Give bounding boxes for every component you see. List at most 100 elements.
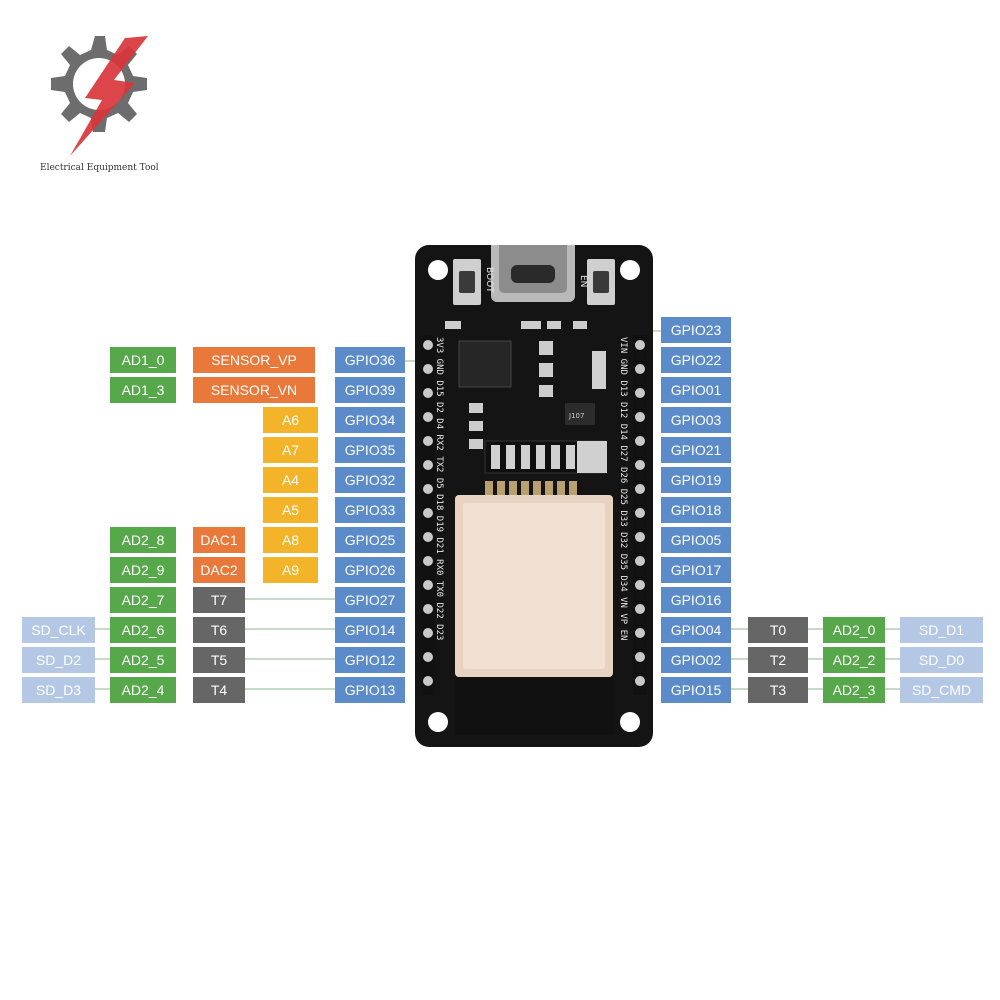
- right-pin-gpio21: GPIO21: [661, 437, 731, 463]
- header-pin: [635, 412, 645, 422]
- wire: [95, 658, 110, 660]
- header-pin: [423, 364, 433, 374]
- header-pin: [635, 340, 645, 350]
- label-a8: A8: [263, 527, 318, 553]
- label-sd-d2: SD_D2: [22, 647, 95, 673]
- header-pin: [635, 676, 645, 686]
- left-pin-gpio36: GPIO36: [335, 347, 405, 373]
- label-sd-d0: SD_D0: [900, 647, 983, 673]
- right-pin-gpio15: GPIO15: [661, 677, 731, 703]
- right-pin-gpio01: GPIO01: [661, 377, 731, 403]
- esp32-board: BOOT EN J107 3V3 GND D15: [415, 245, 653, 747]
- right-pin-gpio05: GPIO05: [661, 527, 731, 553]
- mounting-hole: [620, 260, 640, 280]
- wire: [245, 598, 335, 600]
- wire: [731, 688, 748, 690]
- label-ad2-8: AD2_8: [110, 527, 176, 553]
- header-pin: [635, 580, 645, 590]
- right-pin-gpio23: GPIO23: [661, 317, 731, 343]
- label-t6: T6: [193, 617, 245, 643]
- left-pin-gpio14: GPIO14: [335, 617, 405, 643]
- header-pin: [423, 628, 433, 638]
- label-sd-clk: SD_CLK: [22, 617, 95, 643]
- label-sd-cmd: SD_CMD: [900, 677, 983, 703]
- header-pin: [635, 388, 645, 398]
- header-pin: [423, 436, 433, 446]
- header-pin: [423, 484, 433, 494]
- label-t3: T3: [748, 677, 808, 703]
- wire: [808, 688, 823, 690]
- header-pin: [635, 460, 645, 470]
- usb-c-port: [491, 245, 575, 302]
- header-pin: [423, 388, 433, 398]
- wire: [731, 628, 748, 630]
- label-sensor-vn: SENSOR_VN: [193, 377, 315, 403]
- right-pin-gpio03: GPIO03: [661, 407, 731, 433]
- mounting-hole: [620, 712, 640, 732]
- header-pin: [423, 652, 433, 662]
- header-pin: [423, 676, 433, 686]
- header-pin: [635, 532, 645, 542]
- left-pin-gpio32: GPIO32: [335, 467, 405, 493]
- usb-bridge-chip: [459, 341, 511, 387]
- label-ad2-7: AD2_7: [110, 587, 176, 613]
- left-pin-gpio12: GPIO12: [335, 647, 405, 673]
- header-pin: [423, 340, 433, 350]
- right-pin-gpio18: GPIO18: [661, 497, 731, 523]
- boot-button: [453, 259, 481, 305]
- left-pin-gpio27: GPIO27: [335, 587, 405, 613]
- label-ad2-3: AD2_3: [823, 677, 885, 703]
- svg-text:J107: J107: [568, 412, 584, 420]
- wire: [885, 658, 900, 660]
- label-ad2-6: AD2_6: [110, 617, 176, 643]
- en-button: [587, 259, 615, 305]
- right-pin-gpio22: GPIO22: [661, 347, 731, 373]
- label-ad2-2: AD2_2: [823, 647, 885, 673]
- wire: [245, 628, 335, 630]
- label-a7: A7: [263, 437, 318, 463]
- wire: [245, 658, 335, 660]
- wire: [95, 628, 110, 630]
- label-t7: T7: [193, 587, 245, 613]
- right-pin-gpio17: GPIO17: [661, 557, 731, 583]
- wire: [885, 688, 900, 690]
- label-sd-d3: SD_D3: [22, 677, 95, 703]
- right-pin-gpio02: GPIO02: [661, 647, 731, 673]
- label-sd-d1: SD_D1: [900, 617, 983, 643]
- brand-logo: [30, 28, 160, 163]
- boot-label: BOOT: [484, 267, 494, 293]
- header-pin: [423, 460, 433, 470]
- label-a9: A9: [263, 557, 318, 583]
- header-pin: [635, 652, 645, 662]
- label-ad1-0: AD1_0: [110, 347, 176, 373]
- left-silkscreen: 3V3 GND D15 D2 D4 RX2 TX2 D5 D18 D19 D21…: [434, 337, 444, 640]
- label-t5: T5: [193, 647, 245, 673]
- mounting-hole: [428, 260, 448, 280]
- left-pin-gpio34: GPIO34: [335, 407, 405, 433]
- en-label: EN: [578, 275, 588, 287]
- brand-name: Electrical Equipment Tool: [40, 163, 159, 173]
- label-ad2-5: AD2_5: [110, 647, 176, 673]
- label-ad1-3: AD1_3: [110, 377, 176, 403]
- header-pin: [635, 556, 645, 566]
- header-pin: [423, 604, 433, 614]
- label-t0: T0: [748, 617, 808, 643]
- wire: [245, 688, 335, 690]
- left-pin-gpio39: GPIO39: [335, 377, 405, 403]
- label-ad2-0: AD2_0: [823, 617, 885, 643]
- label-sensor-vp: SENSOR_VP: [193, 347, 315, 373]
- label-a5: A5: [263, 497, 318, 523]
- left-pin-gpio26: GPIO26: [335, 557, 405, 583]
- left-pin-gpio35: GPIO35: [335, 437, 405, 463]
- label-ad2-4: AD2_4: [110, 677, 176, 703]
- left-pin-gpio25: GPIO25: [335, 527, 405, 553]
- mounting-hole: [428, 712, 448, 732]
- label-t2: T2: [748, 647, 808, 673]
- label-t4: T4: [193, 677, 245, 703]
- wire: [885, 628, 900, 630]
- header-pin: [423, 508, 433, 518]
- header-pin: [635, 628, 645, 638]
- header-pin: [423, 532, 433, 542]
- wire: [731, 658, 748, 660]
- right-pin-gpio16: GPIO16: [661, 587, 731, 613]
